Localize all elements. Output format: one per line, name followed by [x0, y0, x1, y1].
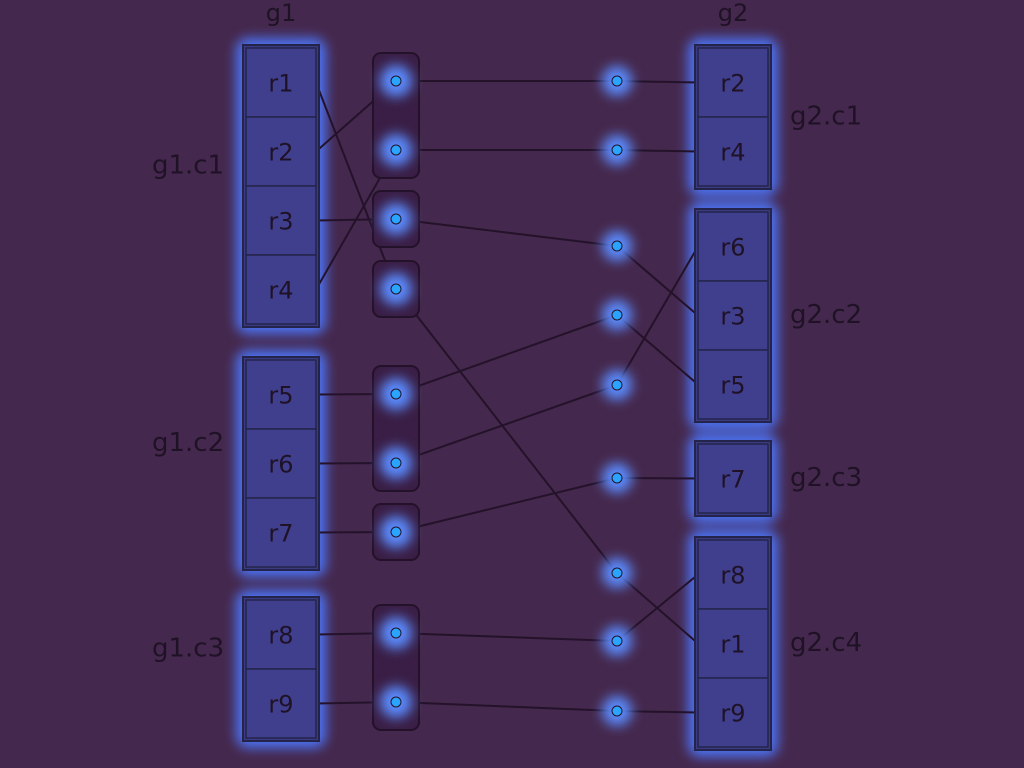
row-label-g1-r7: r7 — [268, 520, 293, 548]
row-cell-g1-r6 — [245, 428, 317, 499]
row-cell-g2-r5 — [697, 349, 769, 420]
link-layer — [315, 80, 699, 714]
row-label-g2-r8: r8 — [720, 562, 745, 590]
cluster-label-g2-c4: g2.c4 — [790, 628, 862, 658]
row-label-g1-r3: r3 — [268, 208, 293, 236]
connector-node — [390, 283, 402, 295]
connector-node — [611, 567, 623, 579]
connector-node — [611, 144, 623, 156]
row-label-g1-r9: r9 — [268, 691, 293, 719]
row-cell-g2-r3 — [697, 280, 769, 351]
connector-node — [390, 144, 402, 156]
link-r8-r8 — [315, 573, 699, 643]
row-label-g1-r2: r2 — [268, 139, 293, 167]
row-label-g1-r4: r4 — [268, 277, 293, 305]
connector-node — [611, 309, 623, 321]
link-r7-r7 — [315, 476, 699, 534]
row-cell-g1-r7 — [245, 497, 317, 568]
row-cell-g2-r2 — [697, 47, 769, 118]
row-cell-g1-r4 — [245, 254, 317, 325]
row-label-g2-r2: r2 — [720, 70, 745, 98]
row-cell-g2-r7 — [697, 443, 769, 514]
cluster-label-g2-c2: g2.c2 — [790, 300, 862, 330]
cluster-label-g1-c2: g1.c2 — [152, 428, 224, 458]
cluster-label-g2-c3: g2.c3 — [790, 463, 862, 493]
row-cell-g2-r4 — [697, 116, 769, 187]
row-cell-g2-r8 — [697, 539, 769, 610]
connector-node — [390, 75, 402, 87]
cluster-label-g2-c1: g2.c1 — [790, 102, 862, 132]
row-label-g2-r9: r9 — [720, 700, 745, 728]
connector-node — [390, 696, 402, 708]
row-label-g2-r6: r6 — [720, 234, 745, 262]
connector-node — [611, 635, 623, 647]
connector-node — [611, 705, 623, 717]
cluster-label-g1-c3: g1.c3 — [152, 634, 224, 664]
row-label-g2-r7: r7 — [720, 466, 745, 494]
row-cell-g1-r1 — [245, 47, 317, 118]
link-r2-r2 — [315, 80, 699, 153]
row-label-g1-r1: r1 — [268, 70, 293, 98]
connector-node — [611, 379, 623, 391]
row-label-g2-r5: r5 — [720, 372, 745, 400]
group-title-g2: g2 — [718, 0, 749, 27]
row-label-g1-r8: r8 — [268, 622, 293, 650]
node-layer — [390, 75, 623, 717]
connector-node — [611, 240, 623, 252]
connector-node — [390, 457, 402, 469]
connector-node — [611, 75, 623, 87]
connector-node — [390, 526, 402, 538]
connector-node — [390, 627, 402, 639]
link-r4-r4 — [315, 149, 699, 290]
row-label-g1-r6: r6 — [268, 451, 293, 479]
row-label-g1-r5: r5 — [268, 382, 293, 410]
link-r6-r6 — [315, 245, 699, 465]
row-cell-g2-r1 — [697, 608, 769, 679]
group-title-g1: g1 — [266, 0, 297, 27]
connector-node — [611, 472, 623, 484]
link-r5-r5 — [315, 313, 699, 396]
row-label-g2-r4: r4 — [720, 139, 745, 167]
row-label-g2-r3: r3 — [720, 303, 745, 331]
row-label-g2-r1: r1 — [720, 631, 745, 659]
row-cell-g2-r9 — [697, 677, 769, 748]
connector-node — [390, 213, 402, 225]
connector-node — [390, 388, 402, 400]
row-cell-g1-r5 — [245, 359, 317, 430]
row-cell-g1-r9 — [245, 668, 317, 739]
row-cell-g2-r6 — [697, 211, 769, 282]
cluster-label-g1-c1: g1.c1 — [152, 151, 224, 181]
link-r9-r9 — [315, 700, 699, 714]
